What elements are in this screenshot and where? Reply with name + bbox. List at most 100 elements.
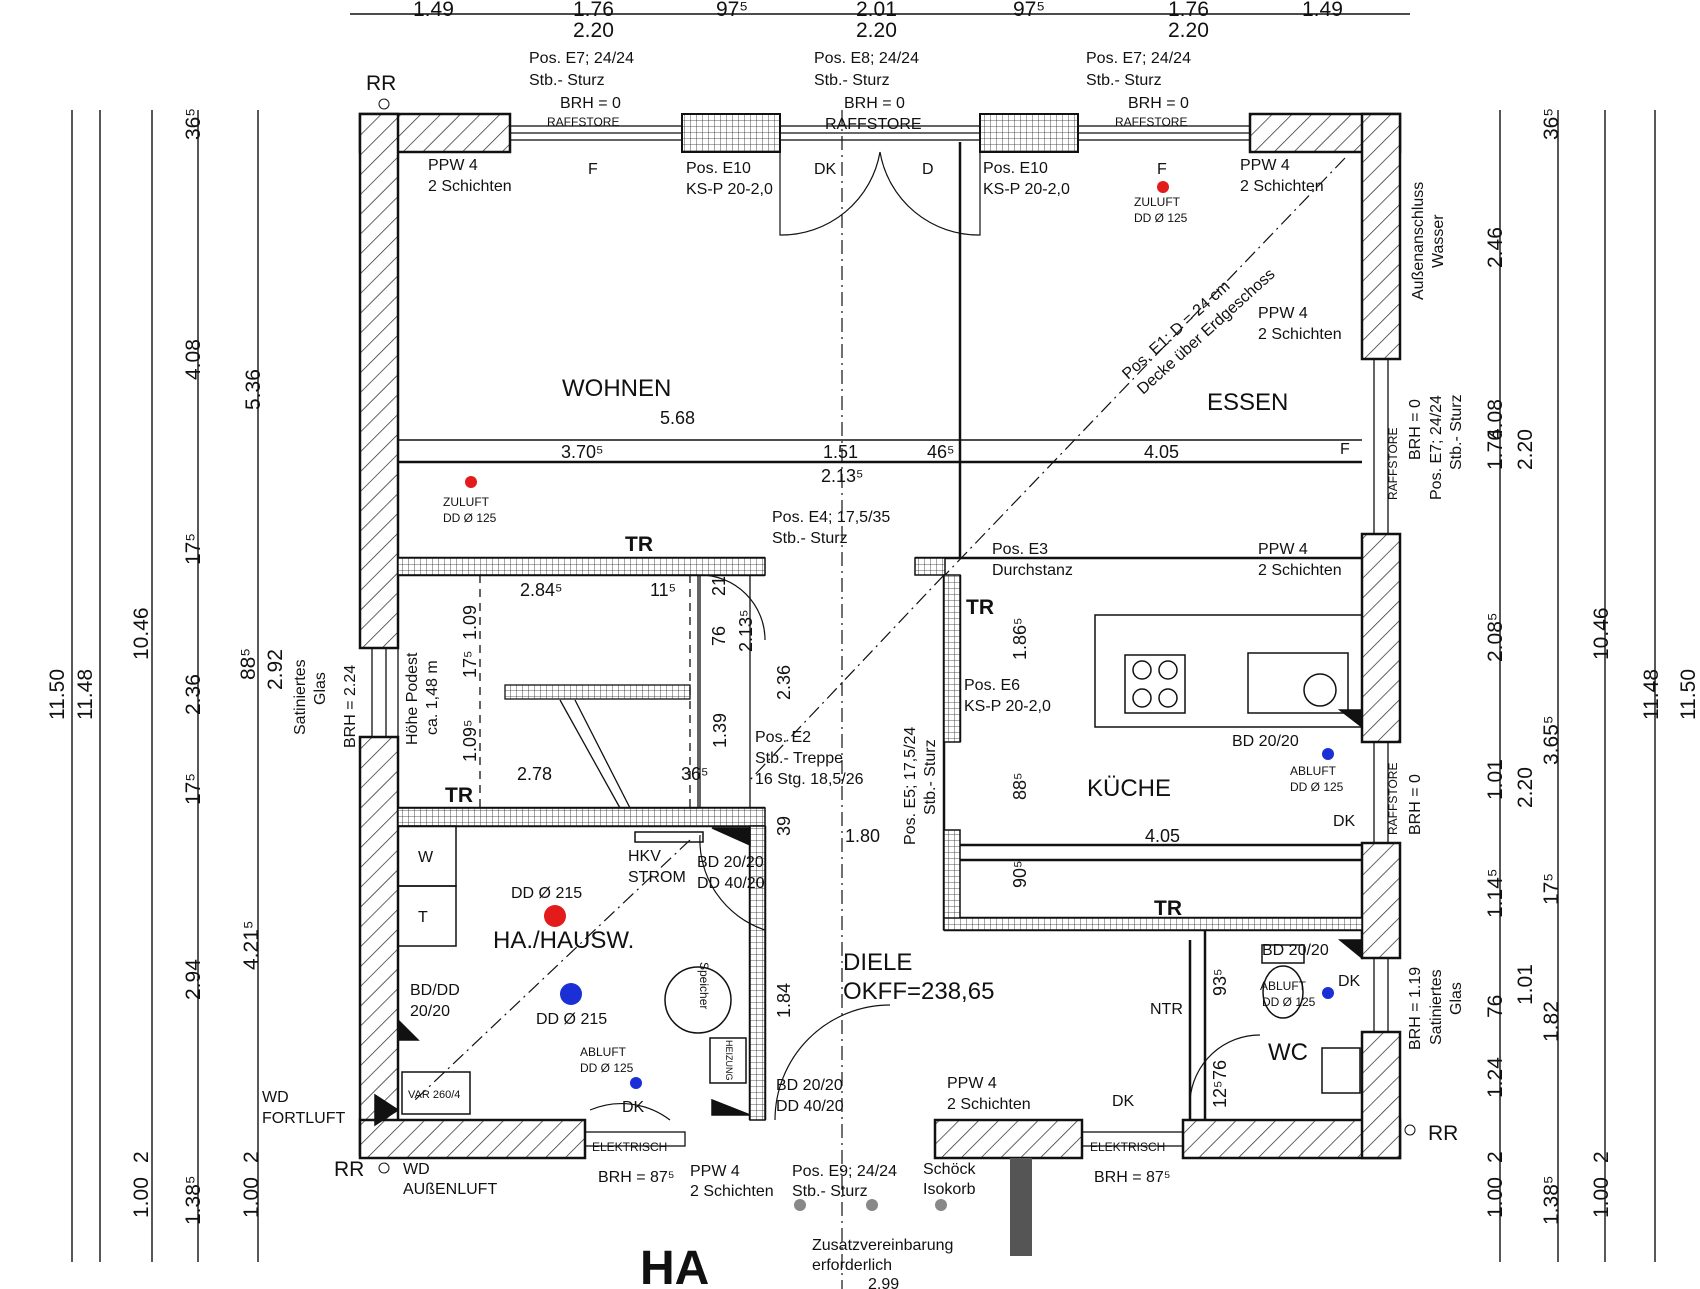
svg-text:1.01: 1.01 xyxy=(1484,759,1507,800)
svg-text:Stb.- Sturz: Stb.- Sturz xyxy=(529,72,605,89)
slab-note: Pos. E1: D = 24 cm Decke über Erdgeschos… xyxy=(1119,266,1278,398)
svg-text:11.50: 11.50 xyxy=(1677,669,1700,720)
room-hausw: HA./HAUSW. xyxy=(493,927,634,954)
svg-text:Stb.- Treppe: Stb.- Treppe xyxy=(755,750,843,767)
svg-text:2.08⁵: 2.08⁵ xyxy=(1484,612,1507,662)
svg-text:11.50: 11.50 xyxy=(46,669,69,720)
svg-text:BD/DD: BD/DD xyxy=(410,982,460,999)
svg-text:F: F xyxy=(588,161,598,178)
svg-text:DD Ø 125: DD Ø 125 xyxy=(1134,211,1188,225)
svg-text:1.39: 1.39 xyxy=(710,713,730,748)
svg-text:BRH = 0: BRH = 0 xyxy=(1128,95,1189,112)
svg-text:Durchstanz: Durchstanz xyxy=(992,562,1073,579)
svg-text:1.14⁵: 1.14⁵ xyxy=(1484,868,1507,918)
svg-text:BRH = 1.19: BRH = 1.19 xyxy=(1407,967,1424,1050)
svg-text:Pos. E8; 24/24: Pos. E8; 24/24 xyxy=(814,50,919,67)
svg-text:2.20: 2.20 xyxy=(1514,767,1537,808)
svg-text:10.46: 10.46 xyxy=(1590,607,1613,660)
svg-text:2: 2 xyxy=(130,1151,153,1163)
svg-text:2.20: 2.20 xyxy=(1514,429,1537,470)
svg-text:10.46: 10.46 xyxy=(130,607,153,660)
svg-text:BRH = 2.24: BRH = 2.24 xyxy=(342,665,359,748)
svg-text:PPW 4: PPW 4 xyxy=(690,1163,740,1180)
svg-text:2: 2 xyxy=(240,1151,263,1163)
room-diele-level: OKFF=238,65 xyxy=(843,978,994,1005)
svg-text:39: 39 xyxy=(774,816,794,836)
svg-text:11.48: 11.48 xyxy=(1640,669,1663,720)
svg-text:DK: DK xyxy=(814,161,837,178)
svg-text:2.36: 2.36 xyxy=(774,665,794,700)
svg-text:PPW 4: PPW 4 xyxy=(1240,157,1290,174)
svg-text:2.99: 2.99 xyxy=(868,1276,899,1289)
supply-vent-wohnen xyxy=(465,476,477,488)
svg-text:2.92: 2.92 xyxy=(264,649,287,690)
svg-text:RAFFSTORE: RAFFSTORE xyxy=(1386,763,1400,835)
svg-text:ABLUFT: ABLUFT xyxy=(1290,764,1337,778)
right-dims: 2.46 4.08 1.76 2.08⁵ 1.01 1.14⁵ 76 1.24 … xyxy=(1484,108,1700,1225)
top-annotations: Pos. E7; 24/24 Stb.- Sturz BRH = 0 Pos. … xyxy=(428,50,1447,835)
svg-text:1.51: 1.51 xyxy=(823,442,858,462)
svg-text:11.48: 11.48 xyxy=(74,669,97,720)
svg-text:VAR 260/4: VAR 260/4 xyxy=(408,1089,460,1101)
tr-kueche: TR xyxy=(966,596,994,619)
svg-text:93⁵: 93⁵ xyxy=(1210,969,1230,996)
svg-text:2.94: 2.94 xyxy=(182,959,205,1000)
svg-text:ABLUFT: ABLUFT xyxy=(580,1045,627,1059)
svg-text:PPW 4: PPW 4 xyxy=(947,1075,997,1092)
svg-text:Stb.- Sturz: Stb.- Sturz xyxy=(1086,72,1162,89)
svg-text:20/20: 20/20 xyxy=(410,1003,450,1020)
svg-text:1.09⁵: 1.09⁵ xyxy=(460,720,480,763)
tr-kueche-bottom: TR xyxy=(1154,897,1182,920)
svg-text:36⁵: 36⁵ xyxy=(1540,108,1563,140)
svg-text:1.38⁵: 1.38⁵ xyxy=(182,1175,205,1225)
svg-text:Stb.- Sturz: Stb.- Sturz xyxy=(1448,394,1465,470)
exhaust-vent-wc xyxy=(1322,987,1334,999)
svg-text:D: D xyxy=(922,161,934,178)
svg-text:Stb.- Sturz: Stb.- Sturz xyxy=(814,72,890,89)
svg-text:PPW 4: PPW 4 xyxy=(428,157,478,174)
svg-text:17⁵: 17⁵ xyxy=(460,651,480,678)
svg-text:ca. 1,48 m: ca. 1,48 m xyxy=(424,660,441,735)
svg-text:WD: WD xyxy=(262,1089,289,1106)
svg-text:Höhe Podest: Höhe Podest xyxy=(404,652,421,745)
top-dim: 1.76 xyxy=(573,0,614,21)
room-diele: DIELE xyxy=(843,949,912,976)
top-dim: 1.76 xyxy=(1168,0,1209,21)
svg-text:1.01: 1.01 xyxy=(1514,964,1537,1005)
lower-annotations: HKV STROM BD 20/20 DD 40/20 DD Ø 215 DD … xyxy=(262,848,1465,1289)
svg-text:DD 40/20: DD 40/20 xyxy=(697,875,765,892)
rr-bottom-right: RR xyxy=(1428,1122,1458,1145)
svg-text:12⁵: 12⁵ xyxy=(1210,1081,1230,1108)
svg-text:erforderlich: erforderlich xyxy=(812,1257,892,1274)
svg-text:88⁵: 88⁵ xyxy=(1010,773,1030,800)
room-wc: WC xyxy=(1268,1039,1308,1066)
svg-text:2.84⁵: 2.84⁵ xyxy=(520,580,563,600)
svg-text:BRH = 0: BRH = 0 xyxy=(560,95,621,112)
svg-text:2.13⁵: 2.13⁵ xyxy=(821,466,864,486)
svg-text:HEIZUNG: HEIZUNG xyxy=(724,1040,734,1081)
svg-text:1.86⁵: 1.86⁵ xyxy=(1010,618,1030,661)
svg-text:36⁵: 36⁵ xyxy=(681,764,708,784)
rr-bottom-left: RR xyxy=(334,1158,364,1181)
small-markers: F DK D F F DK DK DK DK W T NTR xyxy=(418,161,1361,1116)
svg-text:2.13⁵: 2.13⁵ xyxy=(736,610,756,653)
top-dim-2: 2.20 xyxy=(1168,19,1209,42)
svg-text:76: 76 xyxy=(709,626,729,646)
svg-text:Schöck: Schöck xyxy=(923,1161,976,1178)
svg-text:2 Schichten: 2 Schichten xyxy=(690,1183,774,1200)
svg-text:AUßENLUFT: AUßENLUFT xyxy=(403,1181,497,1198)
svg-text:5.68: 5.68 xyxy=(660,408,695,428)
svg-text:Pos. E9; 24/24: Pos. E9; 24/24 xyxy=(792,1163,897,1180)
top-dim: 1.49 xyxy=(1302,0,1343,21)
svg-text:BD 20/20: BD 20/20 xyxy=(1232,733,1299,750)
svg-text:FORTLUFT: FORTLUFT xyxy=(262,1110,345,1127)
svg-text:Pos. E2: Pos. E2 xyxy=(755,729,811,746)
svg-text:5.36: 5.36 xyxy=(242,369,265,410)
exterior-walls xyxy=(358,112,1402,1160)
svg-text:DK: DK xyxy=(1338,973,1361,990)
svg-text:3.70⁵: 3.70⁵ xyxy=(561,442,604,462)
svg-text:BRH = 0: BRH = 0 xyxy=(1407,774,1424,835)
svg-text:90⁵: 90⁵ xyxy=(1010,861,1030,888)
svg-text:RAFFSTORE: RAFFSTORE xyxy=(547,115,619,129)
